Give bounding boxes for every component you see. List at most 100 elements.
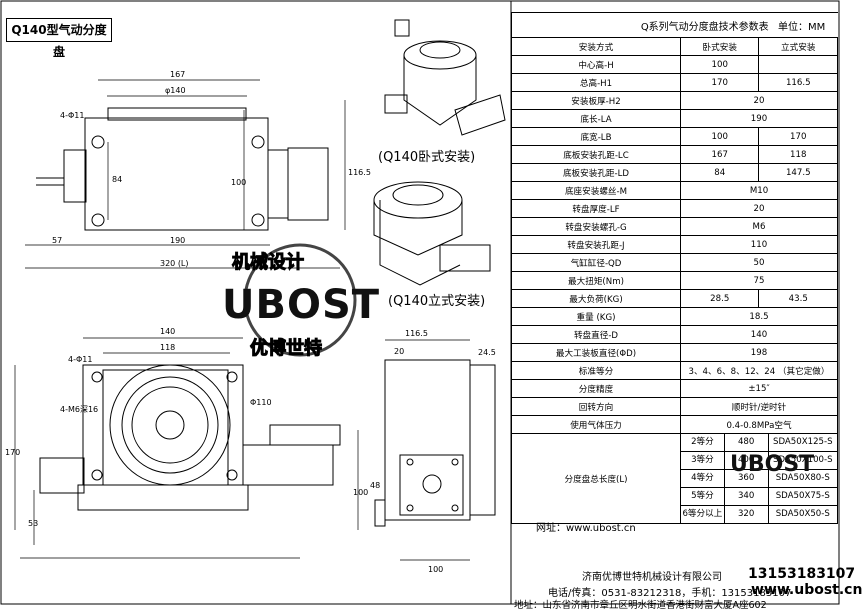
spec-cell: [758, 55, 838, 74]
spec-length-cell: SDA50X75-S: [775, 491, 830, 501]
dim-116-5b: 116.5: [405, 329, 428, 338]
spec-cell: M6: [680, 217, 838, 236]
dim-20: 20: [394, 347, 404, 356]
spec-length-cell: 4等分: [681, 470, 725, 487]
spec-length-cell: 2等分: [681, 434, 725, 451]
dim-320: 320 (L): [160, 259, 189, 268]
spec-cell: 安装板厚-H2: [511, 91, 681, 110]
spec-row: 重量 (KG)18.5: [511, 307, 838, 326]
spec-cell: 回转方向: [511, 397, 681, 416]
spec-cell: 使用气体压力: [511, 415, 681, 434]
spec-length-cell: 340: [725, 488, 769, 505]
spec-length-cell: 320: [725, 506, 769, 523]
spec-cell: 140: [680, 325, 838, 344]
dim-118: 118: [160, 343, 175, 352]
watermark-top-text: 机械设计: [232, 252, 305, 274]
spec-cell: 75: [680, 271, 838, 290]
spec-length-cell: 400: [725, 452, 769, 469]
dim-4m6: 4-M6深16: [60, 405, 98, 414]
spec-cell: 分度精度: [511, 379, 681, 398]
dim-140phi: φ140: [165, 86, 186, 95]
spec-length-label: 分度盘总长度(L): [511, 433, 681, 524]
dim-48: 48: [370, 481, 380, 490]
spec-row: 最大扭矩(Nm)75: [511, 271, 838, 290]
dim-170: 170: [5, 448, 20, 457]
spec-cell: 43.5: [758, 289, 838, 308]
spec-cell: 底板安装孔距-LC: [511, 145, 681, 164]
spec-cell: 中心高-H: [511, 55, 681, 74]
dim-100b: 100: [353, 488, 368, 497]
spec-cell: 198: [680, 343, 838, 362]
spec-cell: 总高-H1: [511, 73, 681, 92]
spec-header-cell: 卧式安装: [679, 37, 760, 56]
spec-length-cell: 3等分: [681, 452, 725, 469]
spec-row: 回转方向顺时针/逆时针: [511, 397, 838, 416]
spec-cell: 20: [680, 91, 838, 110]
dim-167: 167: [170, 70, 185, 79]
watermark-gear: [243, 243, 357, 357]
caption-vertical: (Q140立式安装): [388, 294, 486, 309]
spec-cell: 100: [679, 55, 760, 74]
dim-190: 190: [170, 236, 185, 245]
spec-cell: 100: [679, 127, 760, 146]
plan-view: [14, 337, 341, 559]
spec-cell: 3、4、6、8、12、24 （其它定做）: [680, 361, 838, 380]
page-border: [0, 0, 840, 605]
side-view: [357, 339, 496, 561]
spec-cell: 170: [758, 127, 838, 146]
iso-vertical-view: [373, 181, 491, 286]
spec-cell: 110: [680, 235, 838, 254]
spec-cell: 0.4-0.8MPa空气: [680, 415, 838, 434]
spec-cell: 转盘厚度-LF: [511, 199, 681, 218]
footer-phone-big: 13153183107: [748, 566, 856, 582]
spec-cell: 转盘安装孔距-J: [511, 235, 681, 254]
dim-4phi11b: 4-Φ11: [68, 355, 92, 364]
dim-100c: 100: [428, 565, 443, 574]
spec-length-cell: 5等分: [681, 488, 725, 505]
technical-drawing: 167 φ140 4-Φ11 84 100 116.5 57 190 320 (…: [0, 0, 840, 605]
spec-cell: 50: [680, 253, 838, 272]
spec-length-cell: SDA50X125-S: [772, 437, 833, 447]
dim-84: 84: [112, 175, 122, 184]
spec-cell: 118: [758, 145, 838, 164]
spec-cell: 转盘直径-D: [511, 325, 681, 344]
dim-53: 53: [28, 519, 38, 528]
spec-cell: 底长-LA: [511, 109, 681, 128]
spec-length-cell: SDA50X80-S: [775, 473, 830, 483]
spec-cell: 重量 (KG): [511, 307, 681, 326]
footer-url-big: www.ubost.cn: [751, 582, 862, 598]
front-view-top: [25, 79, 346, 269]
spec-cell: 底座安装螺丝-M: [511, 181, 681, 200]
dim-100: 100: [231, 178, 246, 187]
spec-cell: 28.5: [679, 289, 760, 308]
spec-cell: 116.5: [758, 73, 838, 92]
spec-cell: M10: [680, 181, 838, 200]
footer-website: 网址：www.ubost.cn: [536, 523, 636, 534]
drawing-title: Q140型气动分度盘: [6, 18, 112, 59]
spec-cell: 190: [680, 109, 838, 128]
spec-unit: 单位：MM: [778, 22, 826, 33]
spec-cell: 167: [679, 145, 760, 164]
spec-length-cell: SDA50X50-S: [775, 509, 830, 519]
dim-24-5: 24.5: [478, 348, 496, 357]
spec-cell: 最大负荷(KG): [511, 289, 681, 308]
footer-address: 地址：山东省济南市章丘区明水街道香港街财富大厦A座602: [514, 600, 767, 611]
spec-cell: 转盘安装螺孔-G: [511, 217, 681, 236]
